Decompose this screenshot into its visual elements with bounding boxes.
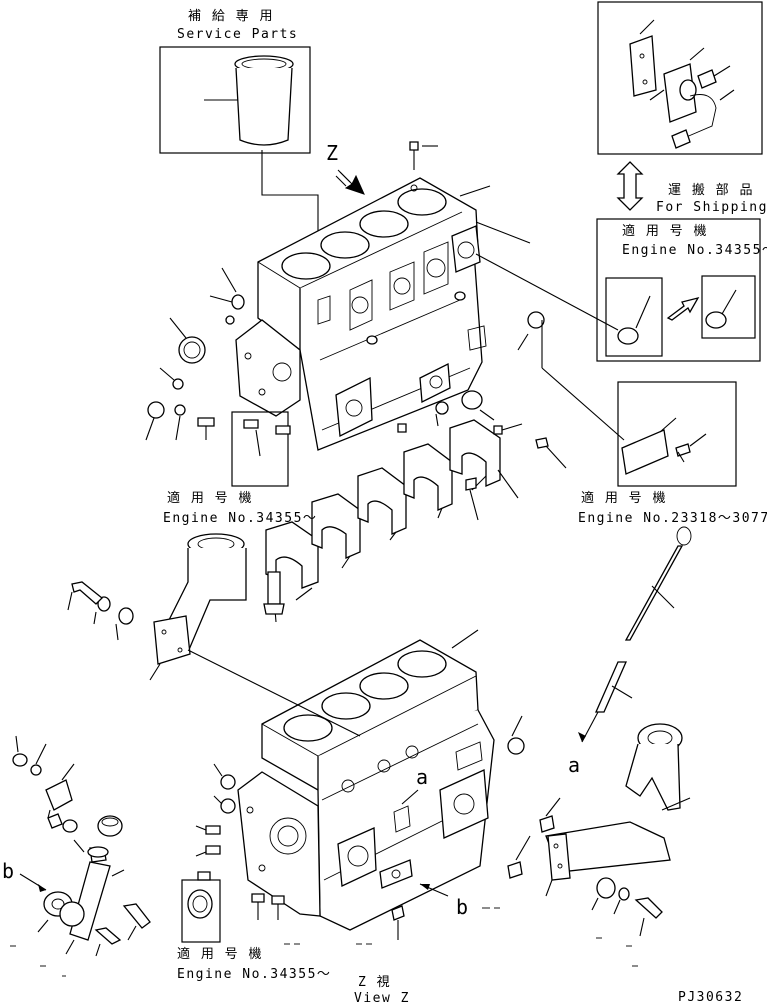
applicable-plate-label-jp: 適 用 号 機	[581, 490, 667, 506]
cylinder-liner-icon	[234, 55, 294, 146]
dipstick-group: a	[568, 526, 692, 777]
view-z-label-jp: Z 視	[358, 975, 391, 990]
view-z-arrow: Z	[326, 141, 365, 195]
plate-box-group	[541, 320, 737, 487]
shipping-box	[597, 1, 763, 155]
service-parts-label-jp: 補 給 専 用	[188, 9, 274, 24]
cylinder-block-upper	[235, 177, 487, 451]
callout-b-right: b	[456, 895, 468, 919]
applicable-center-label-jp: 適 用 号 機	[167, 490, 253, 506]
view-z-label-en: View Z	[354, 991, 410, 1006]
applicable-box-group: 適 用 号 機 Engine No.34355～	[475, 218, 767, 362]
applicable-center-label-en: Engine No.34355～	[163, 511, 317, 526]
oil-filler-upper	[67, 533, 361, 737]
service-parts-group: 補 給 専 用 Service Parts	[159, 9, 319, 255]
applicable-right-label-en: Engine No.34355～	[622, 243, 767, 258]
applicable-plate-label-en: Engine No.23318～30775	[578, 511, 767, 526]
shipping-label-en: For Shipping	[656, 200, 767, 215]
applicable-bottom-label-jp: 適 用 号 機	[177, 946, 263, 962]
leader-dashes	[10, 907, 638, 977]
drawing-number: PJ30632	[678, 990, 743, 1005]
callout-b-left: b	[2, 859, 14, 883]
old-part-box	[605, 277, 663, 357]
callout-a-lower: a	[568, 753, 580, 777]
shipping-label-jp: 運 搬 部 品	[668, 183, 754, 198]
callout-a-upper: a	[416, 765, 428, 789]
lower-loose-parts: b	[181, 629, 561, 943]
shipping-box-group	[597, 1, 763, 155]
main-bearing-caps	[263, 419, 567, 623]
applicable-right-label-jp: 適 用 号 機	[622, 223, 708, 239]
oil-filler-right	[545, 723, 691, 937]
service-parts-box	[159, 46, 311, 154]
upper-loose-parts	[145, 141, 545, 487]
view-arrow-label: Z	[326, 141, 338, 165]
double-arrow-icon	[616, 161, 644, 211]
applicable-bottom-label-en: Engine No.34355～	[177, 967, 331, 982]
service-parts-label-en: Service Parts	[177, 27, 298, 42]
applicable-box	[596, 218, 761, 362]
new-part-box	[701, 275, 756, 339]
cylinder-block-lower: a	[237, 639, 495, 931]
oil-filler-lower: b	[2, 735, 151, 957]
